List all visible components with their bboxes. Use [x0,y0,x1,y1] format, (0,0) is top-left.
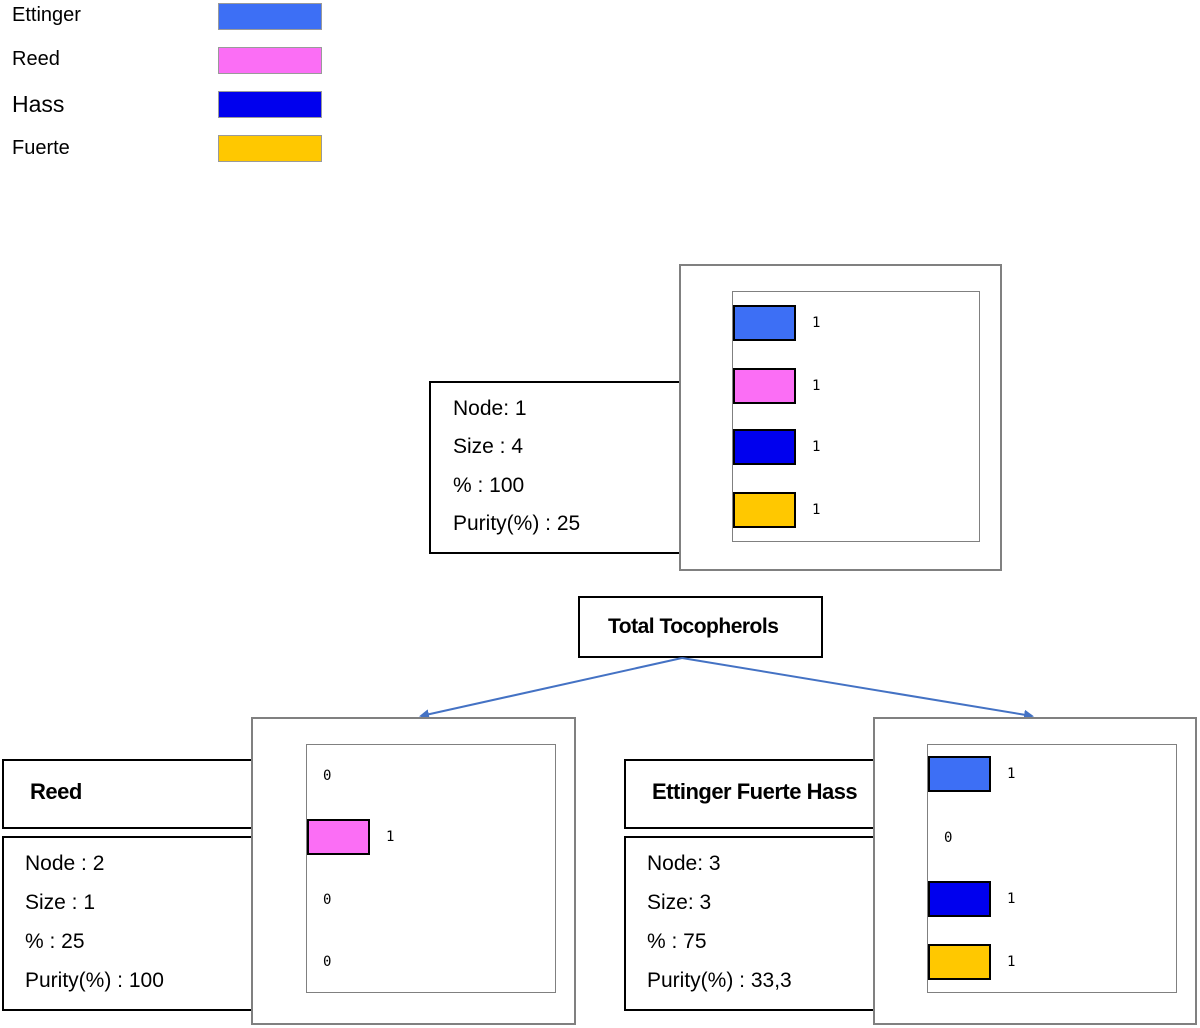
legend-label-reed: Reed [12,48,60,70]
node-2-count-reed: 1 [386,829,395,845]
node-1-count-fuerte: 1 [812,502,821,518]
node-2-count-ettinger: 0 [323,768,332,784]
node-2-bar-reed [307,819,370,855]
node-2-size: Size : 1 [25,891,96,914]
node-3-count-ettinger: 1 [1007,766,1016,782]
node-1-count-hass: 1 [812,439,821,455]
legend-swatch-reed [218,47,322,74]
node-1-size: Size : 4 [453,435,524,458]
node-3-chart-frame: 1 0 1 1 [873,717,1197,1025]
node-3-bar-ettinger [928,756,991,792]
node-1-count-reed: 1 [812,378,821,394]
node-3-bar-hass [928,881,991,917]
node-3-count-fuerte: 1 [1007,954,1016,970]
node-1-chart-frame: 1 1 1 1 [679,264,1002,571]
node-2-id: Node : 2 [25,852,105,875]
split-variable-label: Total Tocopherols [608,615,779,638]
node-1-bar-ettinger [733,305,796,341]
node-1-id: Node: 1 [453,397,527,420]
node-1-purity: Purity(%) : 25 [453,512,581,535]
legend-label-fuerte: Fuerte [12,137,70,159]
node-1-percent: % : 100 [453,474,525,497]
node-3-id: Node: 3 [647,852,721,875]
node-3-count-reed: 0 [944,830,953,846]
node-2-percent: % : 25 [25,930,85,953]
node-2-count-fuerte: 0 [323,954,332,970]
legend-swatch-fuerte [218,135,322,162]
node-3-purity: Purity(%) : 33,3 [647,969,792,992]
node-2-chart-area: 0 1 0 0 [306,744,556,993]
arrow-to-node-3 [681,657,1034,720]
node-2-purity: Purity(%) : 100 [25,969,164,992]
node-3-title: Ettinger Fuerte Hass [652,779,858,804]
legend-swatch-ettinger [218,3,322,30]
node-2-count-hass: 0 [323,892,332,908]
node-2-chart-frame: 0 1 0 0 [251,717,576,1025]
node-2-info-box: Node : 2 Size : 1 % : 25 Purity(%) : 100 [2,836,264,1011]
node-3-count-hass: 1 [1007,891,1016,907]
legend-label-ettinger: Ettinger [12,4,81,26]
node-3-info-box: Node: 3 Size: 3 % : 75 Purity(%) : 33,3 [624,836,886,1011]
node-3-size: Size: 3 [647,891,712,914]
node-1-bar-fuerte [733,492,796,528]
node-3-percent: % : 75 [647,930,707,953]
node-1-bar-reed [733,368,796,404]
node-3-title-box: Ettinger Fuerte Hass [624,759,886,829]
node-2-title: Reed [30,779,82,804]
node-3-chart-area: 1 0 1 1 [927,744,1177,993]
node-3-bar-fuerte [928,944,991,980]
node-1-bar-hass [733,429,796,465]
arrow-to-node-2 [419,657,683,720]
legend-swatch-hass [218,91,322,118]
node-2-title-box: Reed [2,759,264,829]
node-1-count-ettinger: 1 [812,315,821,331]
legend-label-hass: Hass [12,91,65,117]
split-variable-box: Total Tocopherols [578,596,823,658]
node-1-chart-area: 1 1 1 1 [732,291,980,542]
